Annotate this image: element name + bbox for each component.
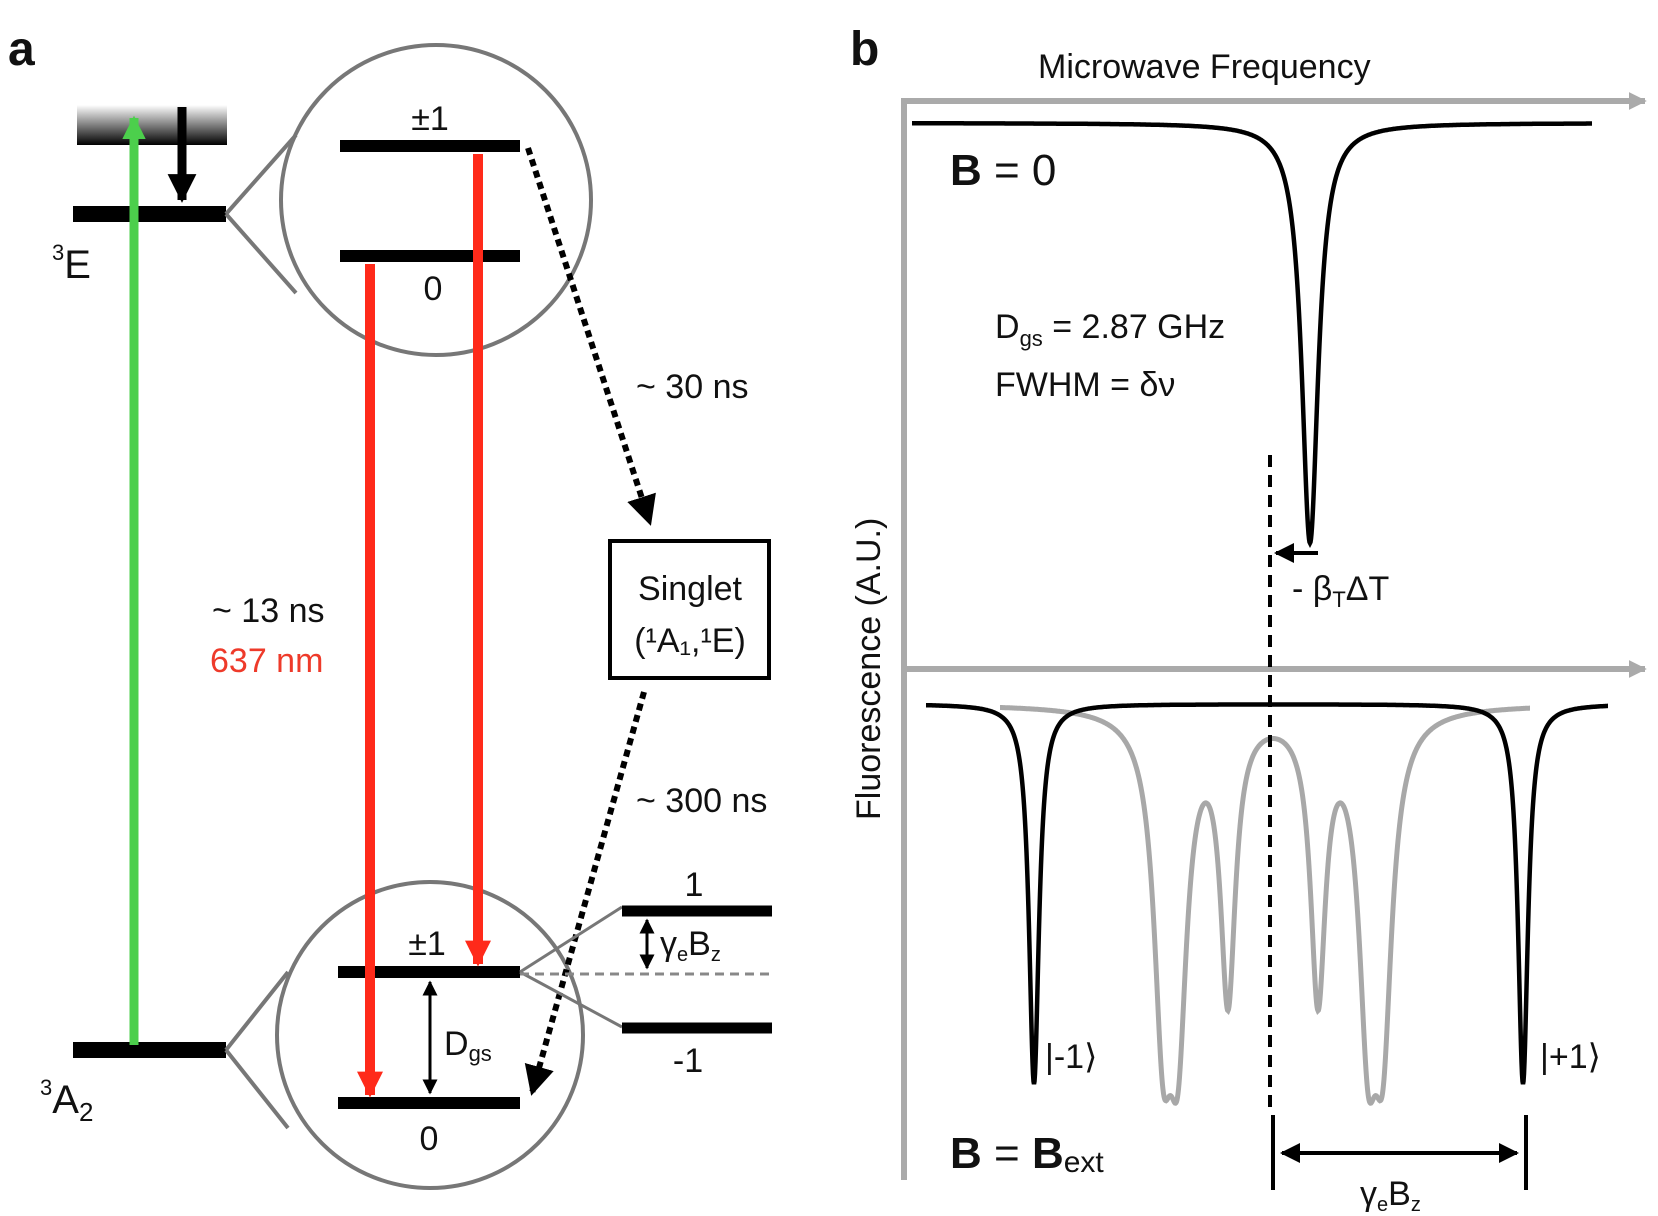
emission-wavelength-label: 637 nm — [210, 642, 323, 680]
isc-time-excited: ~ 30 ns — [636, 368, 748, 406]
split-label: γeBz — [1360, 1175, 1421, 1216]
odmr-trace-nitrogen-hyperfine — [1000, 705, 1530, 1106]
plus-state-label: |+1⟩ — [1540, 1038, 1601, 1076]
excited-zoom-line-top — [224, 133, 298, 216]
radiative-time-label: ~ 13 ns — [212, 592, 324, 630]
fwhm-label: FWHM = δν — [995, 366, 1175, 404]
isc-arrow-excited — [525, 147, 656, 526]
excited-state-label: 3E — [52, 240, 91, 287]
odmr-trace-applied-field — [926, 702, 1608, 1085]
ground-zoom-line-top — [224, 970, 290, 1052]
odmr-trace-zero-field — [912, 121, 1592, 549]
ground-zoom-line-bottom — [224, 1048, 290, 1130]
panel-b: b Microwave Frequency Fluorescence (A.U.… — [850, 23, 1647, 1216]
x-axis-label: Microwave Frequency — [1038, 48, 1371, 86]
zeeman-minus1-label: -1 — [673, 1042, 703, 1080]
panel-b-label: b — [850, 23, 879, 76]
zeeman-line-down — [519, 970, 623, 1029]
singlet-box — [608, 539, 771, 680]
excited-zoom-circle — [279, 43, 593, 357]
excited-zoom-line-bottom — [224, 212, 298, 295]
singlet-label: Singlet — [638, 570, 743, 608]
minus-state-label: |-1⟩ — [1045, 1038, 1097, 1076]
singlet-states: (¹A₁,¹E) — [634, 622, 746, 660]
zeeman-split-label: γeBz — [660, 925, 721, 966]
excited-pm1-label: ±1 — [411, 100, 449, 138]
top-field-label: B = 0 — [950, 146, 1056, 195]
phonon-band — [77, 105, 227, 145]
ground-pm1-label: ±1 — [408, 925, 446, 963]
dgs-label: Dgs — [444, 1025, 492, 1066]
isc-arrow-singlet — [524, 691, 647, 1096]
excited-0-label: 0 — [424, 270, 443, 308]
thermal-shift-label: - βTΔT — [1292, 570, 1389, 612]
bottom-field-label: B = Bext — [950, 1129, 1104, 1179]
ground-state-label: 3A2 — [40, 1075, 93, 1127]
ground-0-label: 0 — [420, 1120, 439, 1158]
y-axis-label: Fluorescence (A.U.) — [850, 518, 888, 820]
panel-a: a 3E 3A2 ±1 0 ±1 0 ~ 13 ns 637 nm — [8, 23, 772, 1190]
panel-a-label: a — [8, 23, 35, 76]
isc-time-singlet: ~ 300 ns — [636, 782, 767, 820]
zeeman-plus1-label: 1 — [685, 866, 704, 904]
zeeman-line-up — [519, 905, 623, 974]
dgs-value-label: Dgs = 2.87 GHz — [995, 308, 1225, 351]
ground-zoom-circle — [275, 880, 585, 1190]
